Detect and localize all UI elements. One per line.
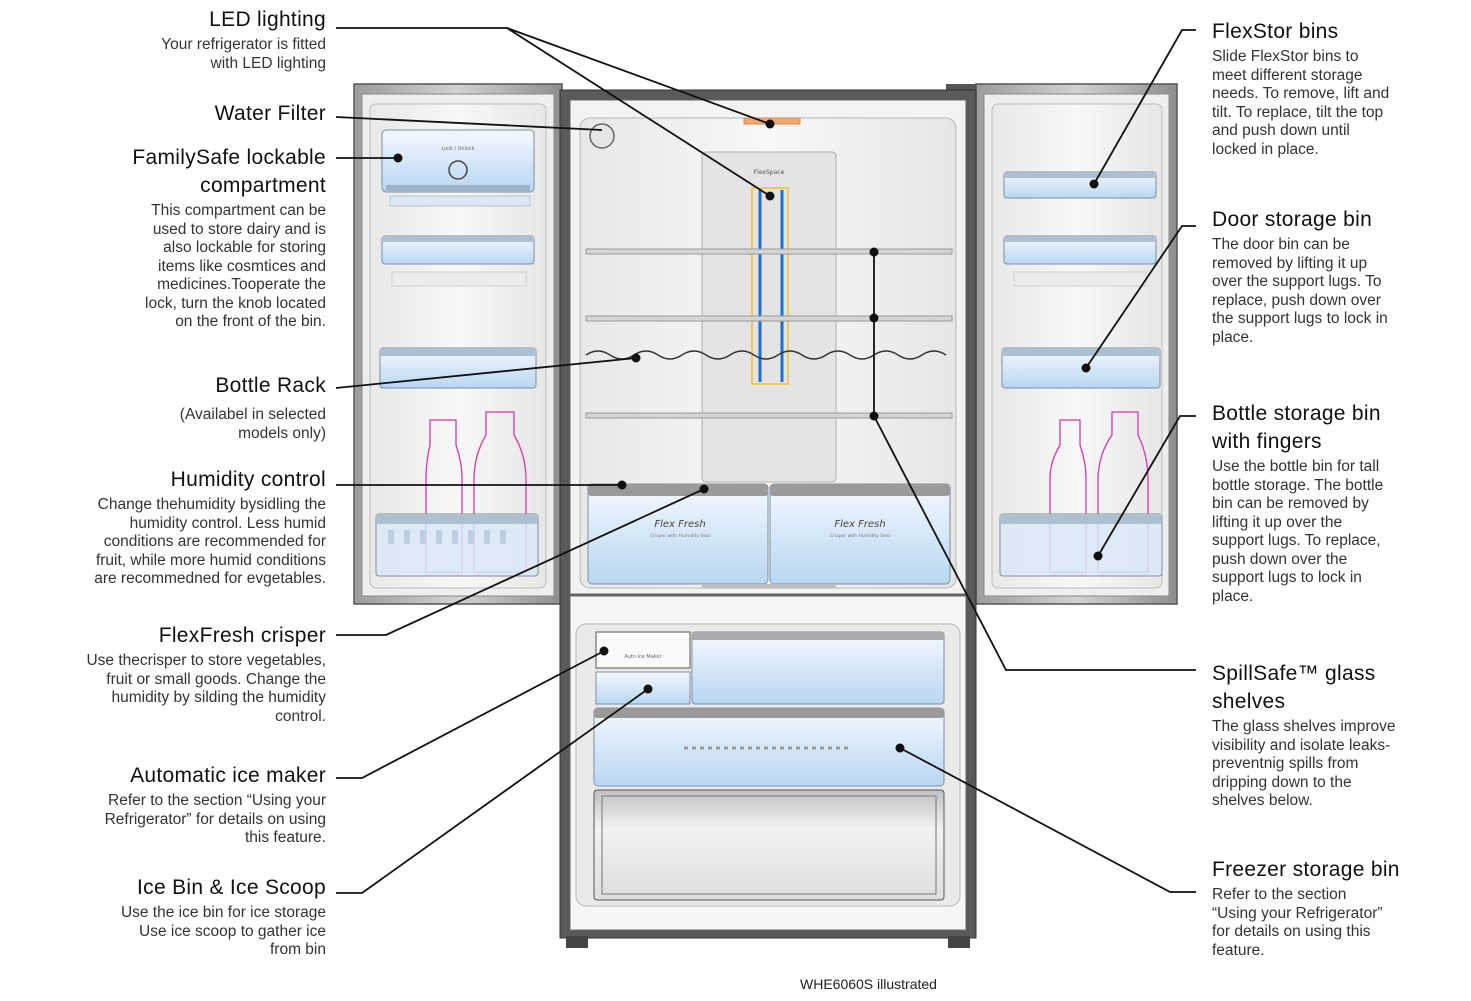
flexstor-desc: Slide FlexStor bins to meet different st… <box>1212 48 1390 158</box>
label-flexfresh-crisper: FlexFresh crisper Use thecrisper to stor… <box>0 622 326 726</box>
left-door: Lock / Unlock <box>353 83 563 605</box>
label-bottle-rack: Bottle Rack (Availabel in selected model… <box>6 372 326 443</box>
crisper-drawers: Flex Fresh Crisper with Humidity Seal Fl… <box>587 483 951 588</box>
label-automatic-ice-maker: Automatic ice maker Refer to the section… <box>6 762 326 848</box>
leader-lines <box>335 27 1196 894</box>
label-water-filter: Water Filter <box>6 100 326 128</box>
water-title: Water Filter <box>214 102 326 125</box>
icemaker-small-label: Auto Ice Maker <box>624 654 662 660</box>
bottlebin-title: Bottle storage bin with fingers <box>1212 402 1381 453</box>
familysafe-compartment: Lock / Unlock <box>381 129 535 207</box>
model-caption: WHE6060S illustrated <box>800 976 937 992</box>
bottlebin-desc: Use the bottle bin for tall bottle stora… <box>1212 458 1384 605</box>
right-door <box>975 83 1178 605</box>
doorbin-desc: The door bin can be removed by lifting i… <box>1212 236 1388 346</box>
main-cabinet: FlexSpace Flex Fresh Crisper with Humidi… <box>559 84 977 948</box>
doorbin-title: Door storage bin <box>1212 208 1373 231</box>
freezerbin-desc: Refer to the section “Using your Refrige… <box>1212 886 1383 959</box>
flexspace-label: FlexSpace <box>754 169 785 176</box>
icebin-title: Ice Bin & Ice Scoop <box>137 876 326 899</box>
bottlerack-desc: (Availabel in selected models only) <box>179 406 326 442</box>
icebin-desc: Use the ice bin for ice storage Use ice … <box>120 904 326 958</box>
right-bottle-bin <box>999 411 1163 577</box>
flexfresh-logo-right: Flex Fresh <box>834 519 885 530</box>
crisper-desc: Use thecrisper to store vegetables, frui… <box>86 652 326 725</box>
icemaker-title: Automatic ice maker <box>130 764 326 787</box>
label-bottle-storage-bin: Bottle storage bin with fingers Use the … <box>1212 400 1467 606</box>
label-flexstor-bins: FlexStor bins Slide FlexStor bins to mee… <box>1212 18 1467 159</box>
label-familysafe: FamilySafe lockable compartment This com… <box>6 144 326 332</box>
leader-dots <box>393 119 1103 753</box>
familysafe-desc: This compartment can be used to store da… <box>145 202 326 330</box>
spillsafe-title: SpillSafe™ glass shelves <box>1212 662 1376 713</box>
led-title: LED lighting <box>209 8 326 31</box>
icemaker-desc: Refer to the section “Using your Refrige… <box>104 792 326 846</box>
left-bottle-bin <box>375 411 539 577</box>
flexfresh-sub-right: Crisper with Humidity Seal <box>830 533 890 539</box>
bottlerack-title: Bottle Rack <box>215 374 326 397</box>
flexfresh-sub-left: Crisper with Humidity Seal <box>650 533 710 539</box>
spillsafe-desc: The glass shelves improve visibility and… <box>1212 718 1396 809</box>
flexfresh-logo-left: Flex Fresh <box>654 519 705 530</box>
label-spillsafe-shelves: SpillSafe™ glass shelves The glass shelv… <box>1212 660 1467 811</box>
label-led-lighting: LED lighting Your refrigerator is fitted… <box>6 6 326 73</box>
label-ice-bin: Ice Bin & Ice Scoop Use the ice bin for … <box>6 874 326 960</box>
crisper-title: FlexFresh crisper <box>158 624 326 647</box>
label-humidity-control: Humidity control Change thehumidity bysi… <box>0 466 326 589</box>
flexstor-title: FlexStor bins <box>1212 20 1339 43</box>
humidity-desc: Change thehumidity bysidling the humidit… <box>94 496 326 587</box>
humidity-title: Humidity control <box>170 468 326 491</box>
freezerbin-title: Freezer storage bin <box>1212 858 1400 881</box>
familysafe-title: FamilySafe lockable compartment <box>132 146 326 197</box>
label-door-storage-bin: Door storage bin The door bin can be rem… <box>1212 206 1467 347</box>
label-freezer-storage-bin: Freezer storage bin Refer to the section… <box>1212 856 1467 960</box>
led-desc: Your refrigerator is fitted with LED lig… <box>161 36 326 72</box>
svg-text:Lock / Unlock: Lock / Unlock <box>441 146 474 152</box>
